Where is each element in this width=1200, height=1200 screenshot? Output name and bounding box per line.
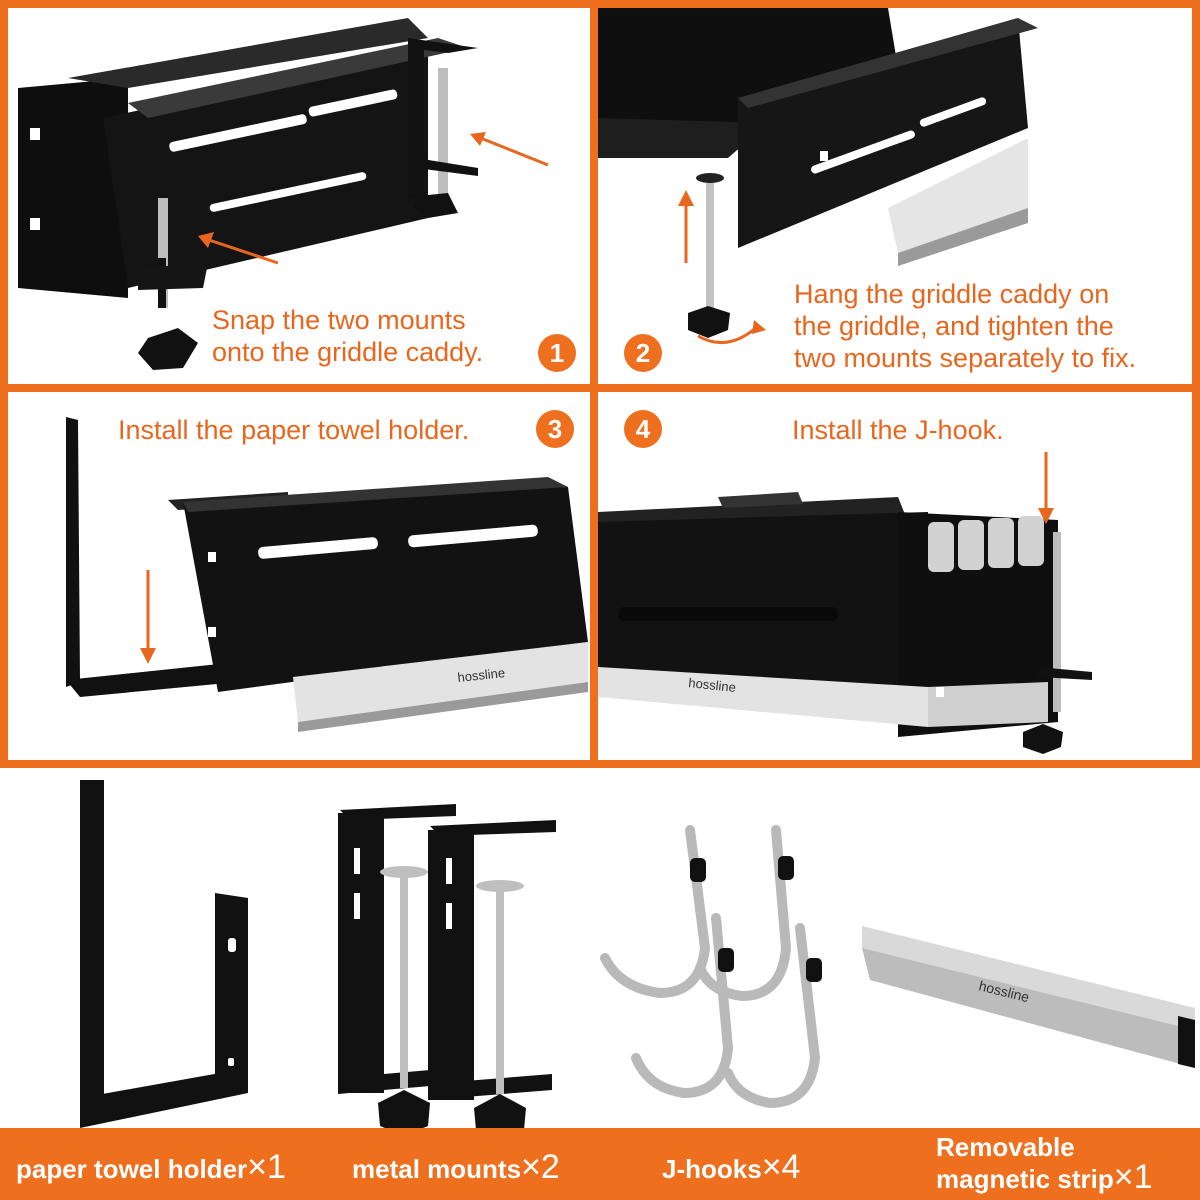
step-2-panel: Hang the griddle caddy on the griddle, a…: [598, 8, 1192, 384]
part-qty: ×1: [1113, 1158, 1153, 1196]
part-qty: ×4: [761, 1148, 801, 1186]
part-name: metal mounts: [352, 1154, 522, 1184]
svg-text:hossline: hossline: [457, 665, 506, 685]
caption-line: the griddle, and tighten the: [794, 311, 1114, 341]
part-label-magnetic-strip: Removable magnetic strip×1: [936, 1132, 1152, 1194]
svg-text:hossline: hossline: [688, 675, 737, 695]
parts-label-bar: paper towel holder×1 metal mounts×2 J-ho…: [0, 1128, 1200, 1200]
part-name: magnetic strip: [936, 1164, 1114, 1194]
step-4-badge: 4: [624, 410, 662, 448]
part-name: paper towel holder: [16, 1154, 248, 1184]
step-2-illustration: [598, 8, 1038, 344]
step-1-illustration: [18, 18, 549, 370]
caption-line: Install the paper towel holder.: [118, 415, 470, 445]
caption-line: Hang the griddle caddy on: [794, 279, 1110, 309]
part-name: J-hooks: [662, 1154, 762, 1184]
part-label-paper-towel-holder: paper towel holder×1: [16, 1150, 286, 1184]
step-2-badge: 2: [624, 334, 662, 372]
j-hooks-clips: [690, 856, 822, 982]
step-3-illustration: hossline: [66, 417, 588, 732]
part-label-j-hooks: J-hooks×4: [662, 1150, 800, 1184]
step-1-badge: 1: [538, 334, 576, 372]
step-3-panel: hossline Install the paper towel holder.…: [8, 392, 590, 760]
included-parts: hossline: [0, 768, 1200, 1128]
caption-line: onto the griddle caddy.: [212, 337, 484, 367]
step-4-caption: Install the J-hook.: [792, 414, 1004, 446]
step-1-caption: Snap the two mounts onto the griddle cad…: [212, 304, 483, 368]
part-name: Removable: [936, 1132, 1075, 1162]
magnetic-strip-illustration: hossline: [862, 926, 1195, 1068]
paper-towel-holder-illustration: [80, 780, 248, 1128]
j-hooks-illustration: [600, 825, 821, 1109]
part-qty: ×1: [247, 1148, 286, 1186]
parts-illustration: hossline: [80, 780, 1195, 1128]
step-4-panel: hossline 4 Install the J-hook.: [598, 392, 1192, 760]
part-qty: ×2: [521, 1148, 560, 1186]
step-1-panel: Snap the two mounts onto the griddle cad…: [8, 8, 590, 384]
part-label-metal-mounts: metal mounts×2: [352, 1150, 560, 1184]
step-3-badge: 3: [536, 410, 574, 448]
caption-line: Install the J-hook.: [792, 415, 1004, 445]
step-2-caption: Hang the griddle caddy on the griddle, a…: [794, 278, 1136, 374]
caption-line: two mounts separately to fix.: [794, 343, 1137, 373]
caption-line: Snap the two mounts: [212, 305, 466, 335]
steps-grid: Snap the two mounts onto the griddle cad…: [0, 0, 1200, 768]
step-3-caption: Install the paper towel holder.: [118, 414, 469, 446]
metal-mounts-illustration: [338, 804, 556, 1128]
step-4-illustration: hossline: [598, 452, 1092, 754]
